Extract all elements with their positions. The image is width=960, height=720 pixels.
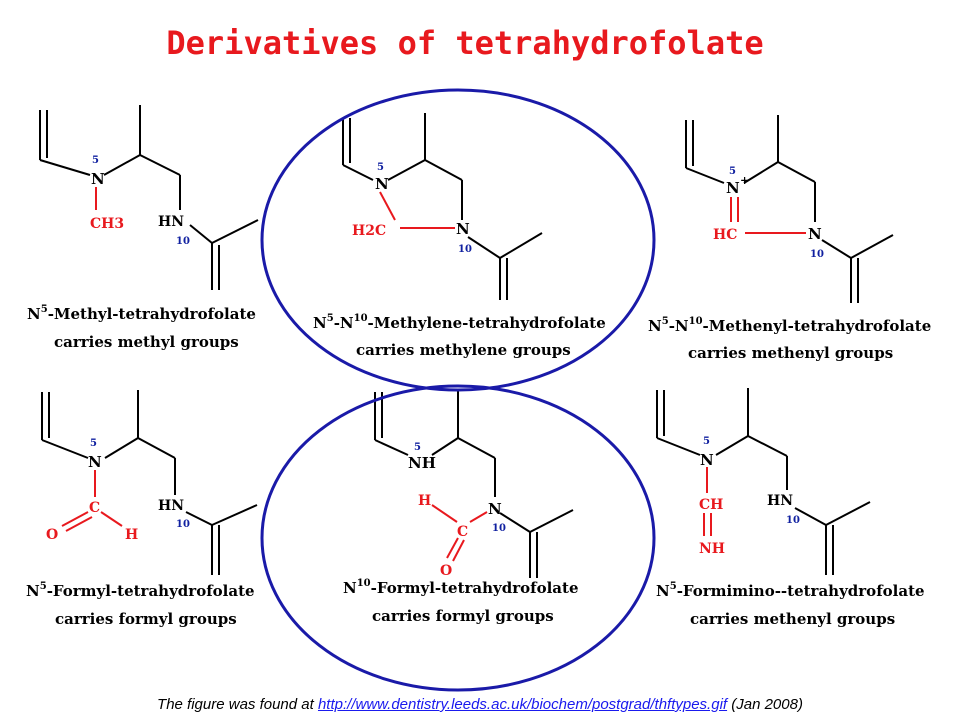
methenyl-hc-group: HC: [713, 227, 737, 243]
methylene-bonds: [342, 113, 543, 300]
highlight-ellipse-methylene: [260, 88, 656, 392]
formyl10-nh-atom: NH: [408, 454, 436, 472]
methyl-hn-atom: HN: [158, 214, 184, 230]
methenyl-name: N5-N10-Methenyl-tetrahydrofolate: [648, 316, 931, 335]
formyl5-locant-10: 10: [176, 519, 190, 530]
panel-formimino: N 5 CH NH HN 10 N5-Formimino--tetrahydro…: [656, 388, 925, 628]
methylene-bridge-bonds: [379, 191, 455, 229]
methylene-name: N5-N10-Methylene-tetrahydrofolate: [313, 313, 606, 332]
formyl10-c-atom: C: [457, 524, 468, 540]
formyl5-c-atom: C: [89, 500, 100, 516]
panel-formyl5: N 5 C O H HN 10 N5-Formyl-tetrahydrofola…: [26, 390, 258, 628]
formyl5-h-atom: H: [125, 527, 138, 543]
formyl10-locant-5: 5: [414, 442, 421, 453]
formimino-locant-10: 10: [786, 515, 800, 526]
formimino-hn-atom: HN: [767, 493, 793, 509]
methenyl-n5-atom: N: [726, 179, 740, 197]
formimino-n5-atom: N: [700, 451, 714, 469]
panel-methyl: N 5 CH3 HN 10 N5-Methyl-tetrahydrofolate…: [27, 105, 259, 351]
methenyl-bridge-bonds: [730, 197, 806, 234]
formyl5-n5-atom: N: [88, 453, 102, 471]
formyl10-name: N10-Formyl-tetrahydrofolate: [343, 578, 579, 597]
formyl10-bonds: [374, 390, 574, 578]
formyl10-description: carries formyl groups: [372, 607, 554, 625]
methyl-n5-atom: N: [91, 170, 105, 188]
formyl5-name: N5-Formyl-tetrahydrofolate: [26, 581, 255, 600]
formimino-bonds: [656, 388, 871, 575]
methyl-ch3-group: CH3: [90, 216, 124, 232]
footer-prefix: The figure was found at: [157, 696, 318, 713]
methenyl-description: carries methenyl groups: [688, 344, 893, 362]
methyl-locant-5: 5: [92, 155, 99, 166]
source-footer: The figure was found at http://www.denti…: [0, 696, 960, 713]
formimino-name: N5-Formimino--tetrahydrofolate: [656, 581, 925, 600]
methylene-locant-10: 10: [458, 244, 472, 255]
methylene-locant-5: 5: [377, 162, 384, 173]
panel-formyl10: NH 5 H C O N 10 N10-Formyl-tetrahydrofol…: [343, 390, 579, 625]
methenyl-locant-10: 10: [810, 249, 824, 260]
formyl5-red-bonds: [61, 470, 123, 532]
formyl5-locant-5: 5: [90, 438, 97, 449]
formimino-nh-group: NH: [699, 541, 725, 557]
panel-methenyl: N + 5 HC N 10 N5-N10-Methenyl-tetrahydro…: [648, 115, 931, 362]
source-link[interactable]: http://www.dentistry.leeds.ac.uk/biochem…: [317, 696, 728, 713]
methyl-bonds: [39, 105, 259, 290]
formimino-red-bonds: [703, 467, 712, 536]
methyl-description: carries methyl groups: [54, 333, 239, 351]
footer-suffix: (Jan 2008): [727, 696, 803, 713]
formyl10-n10-atom: N: [488, 500, 502, 518]
formyl10-o-atom: O: [440, 563, 452, 579]
formimino-locant-5: 5: [703, 436, 710, 447]
methyl-locant-10: 10: [176, 236, 190, 247]
methylene-n10-atom: N: [456, 220, 470, 238]
methenyl-bonds: [685, 115, 894, 303]
methenyl-locant-5: 5: [729, 166, 736, 177]
methenyl-positive-charge: +: [740, 174, 749, 187]
methylene-description: carries methylene groups: [356, 341, 571, 359]
formyl10-locant-10: 10: [492, 523, 506, 534]
formyl5-hn-atom: HN: [158, 498, 184, 514]
methylene-h2c-group: H2C: [352, 223, 386, 239]
formyl5-o-atom: O: [46, 527, 58, 543]
highlight-ellipse-formyl10: [260, 384, 656, 692]
formyl5-description: carries formyl groups: [55, 610, 237, 628]
panel-methylene: N 5 H2C N 10 N5-N10-Methylene-tetrahydro…: [313, 113, 606, 359]
formimino-ch-group: CH: [699, 497, 723, 513]
formyl10-h-atom: H: [418, 493, 431, 509]
formyl5-bonds: [41, 390, 258, 575]
methyl-name: N5-Methyl-tetrahydrofolate: [27, 304, 256, 323]
formyl10-red-bonds: [431, 504, 488, 562]
methenyl-n10-atom: N: [808, 225, 822, 243]
formimino-description: carries methenyl groups: [690, 610, 895, 628]
page-title: Derivatives of tetrahydrofolate: [166, 24, 764, 62]
methylene-n5-atom: N: [375, 175, 389, 193]
